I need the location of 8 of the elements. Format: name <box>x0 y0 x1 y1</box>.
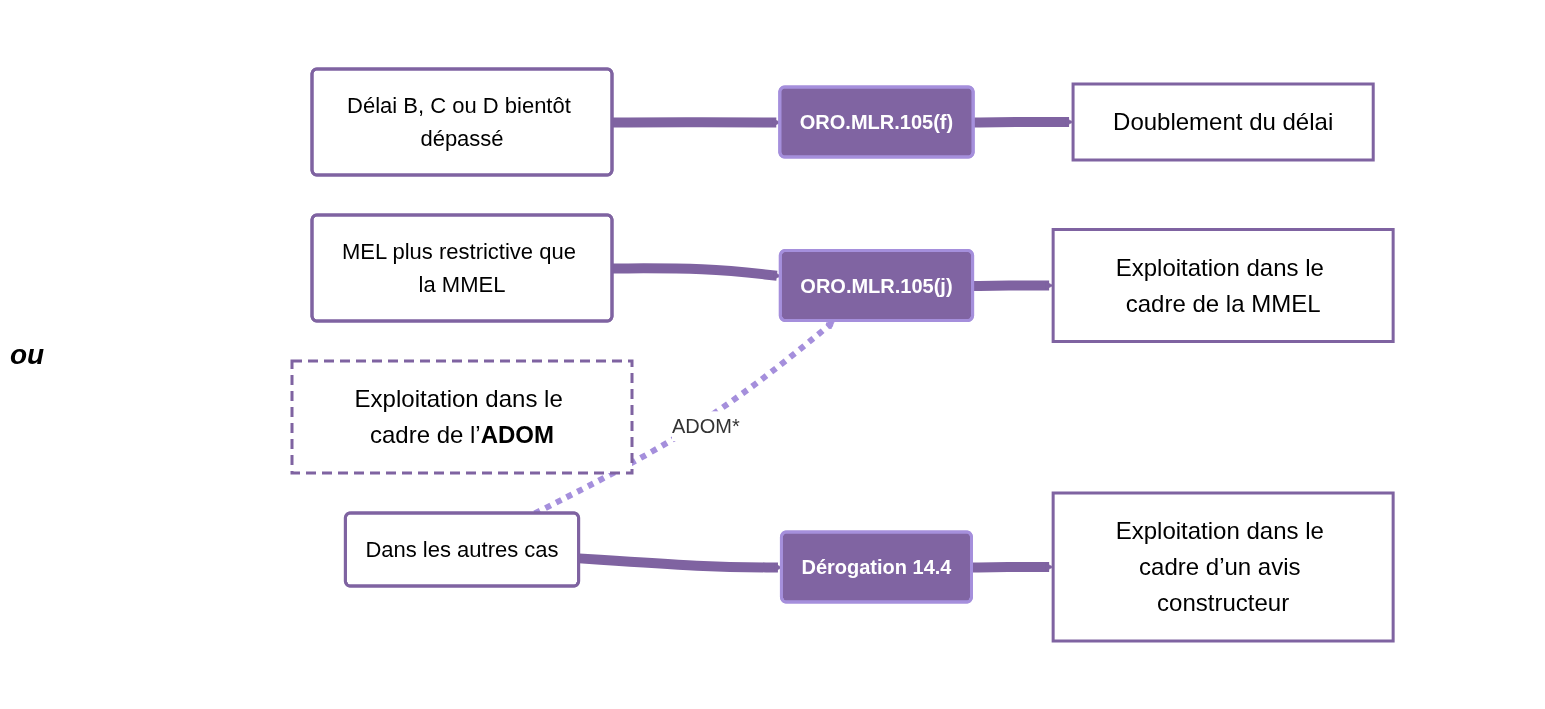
arrow <box>971 561 1054 572</box>
node-box: Exploitation dans le cadre de l’ADOM <box>290 359 634 474</box>
node-box: Exploitation dans le cadre de la MMEL <box>1051 227 1395 343</box>
node-box: Exploitation dans le cadre d’un avis constructeur <box>1051 491 1395 642</box>
edge-label: ADOM* <box>671 414 740 437</box>
node-box: Doublement du délai <box>1071 82 1375 161</box>
arrow <box>972 280 1054 291</box>
note-text: ou <box>10 338 46 371</box>
